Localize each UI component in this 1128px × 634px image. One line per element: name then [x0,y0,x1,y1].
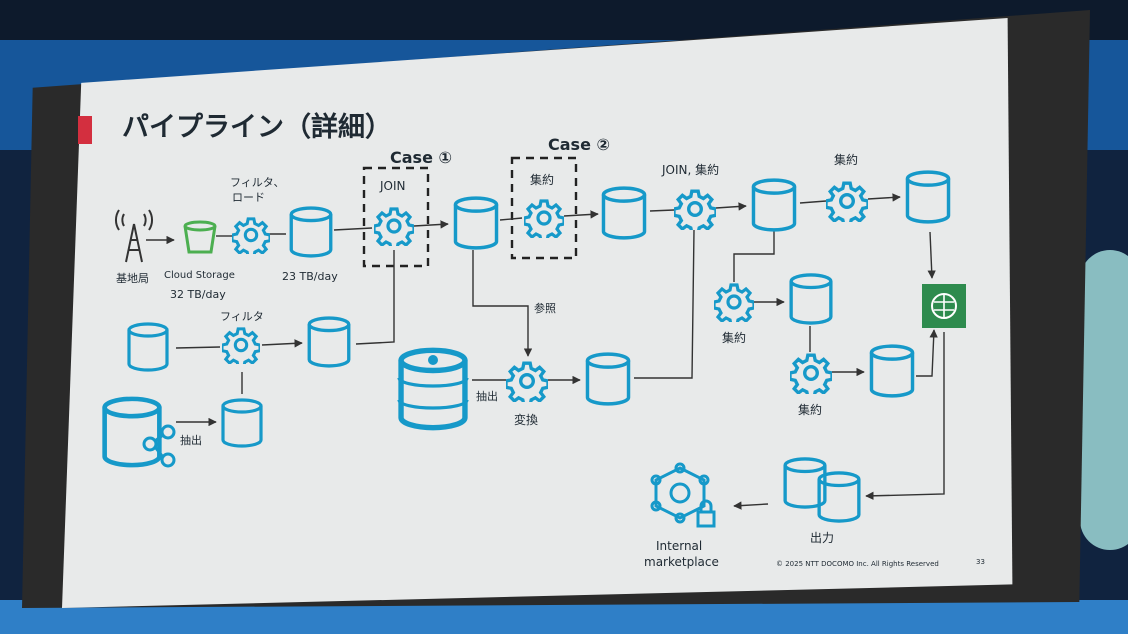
rate-23-label: 23 TB/day [282,270,338,283]
case2-label: Case ② [548,135,610,154]
case2-box [510,156,578,260]
join-aggregate-label: JOIN, 集約 [661,162,719,177]
join-gear-icon [374,207,414,246]
connectors [146,193,945,510]
reference-label: 参照 [534,301,556,315]
filtered-database-icon [307,316,351,368]
join-label: JOIN [379,179,406,193]
join-aggregate-database-icon [751,178,797,232]
marketplace-lock-icon [650,462,716,528]
filter-load-label-line2: ロード [232,191,265,204]
blurred-person [1080,250,1128,550]
marketplace-label-line1: Internal [656,539,702,553]
database-share-icon [105,399,176,468]
base-station-label: 基地局 [116,272,149,285]
marketplace-label-line2: marketplace [644,555,719,569]
aggregate-top-label: 集約 [834,152,858,167]
case2-aggregate-label: 集約 [530,172,554,187]
copyright-footer: © 2025 NTT DOCOMO Inc. All Rights Reserv… [776,560,939,568]
extract-left-label: 抽出 [180,433,202,447]
source-database-icon [127,322,169,372]
aggregate-top-gear-icon [826,181,868,222]
slide-title: パイプライン（詳細） [122,111,392,143]
cloud-storage-bucket-icon [183,220,217,254]
case1-label: Case ① [390,148,452,167]
aggregate-mid-gear-icon [714,283,754,322]
radio-tower-icon [114,209,154,263]
aggregate-mid-database-icon [789,273,833,325]
filter-load-label-line1: フィルタ、 [230,176,284,189]
aggregated-database-icon [601,186,647,240]
filter-gear-icon [222,327,260,364]
aggregate-mid-label: 集約 [722,330,746,345]
ai-brain-chip-icon [922,284,966,328]
title-accent-bar [78,116,92,144]
aggregate-low-database-icon [869,344,915,398]
slide [62,18,1013,608]
extracted-database-icon [221,398,263,448]
cloud-storage-label: Cloud Storage [164,270,235,281]
aggregate-low-label: 集約 [798,402,822,417]
transform-label: 変換 [514,412,538,427]
filter-load-gear-icon [232,217,270,254]
rate-32-label: 32 TB/day [170,288,226,301]
output-label: 出力 [810,531,834,545]
extract-center-label: 抽出 [476,389,498,403]
aggregate-top-database-icon [905,170,951,224]
database-stack-icon [397,350,469,427]
filter-label: フィルタ [220,310,264,323]
case2-aggregate-gear-icon [524,199,564,238]
transformed-database-icon [585,352,631,406]
aggregate-low-gear-icon [790,353,832,394]
database-23tb-icon [289,206,333,258]
join-aggregate-gear-icon [674,189,716,230]
case1-box [362,166,430,268]
joined-database-icon [453,196,499,250]
page-number: 33 [976,558,985,566]
transform-gear-icon [506,361,548,402]
